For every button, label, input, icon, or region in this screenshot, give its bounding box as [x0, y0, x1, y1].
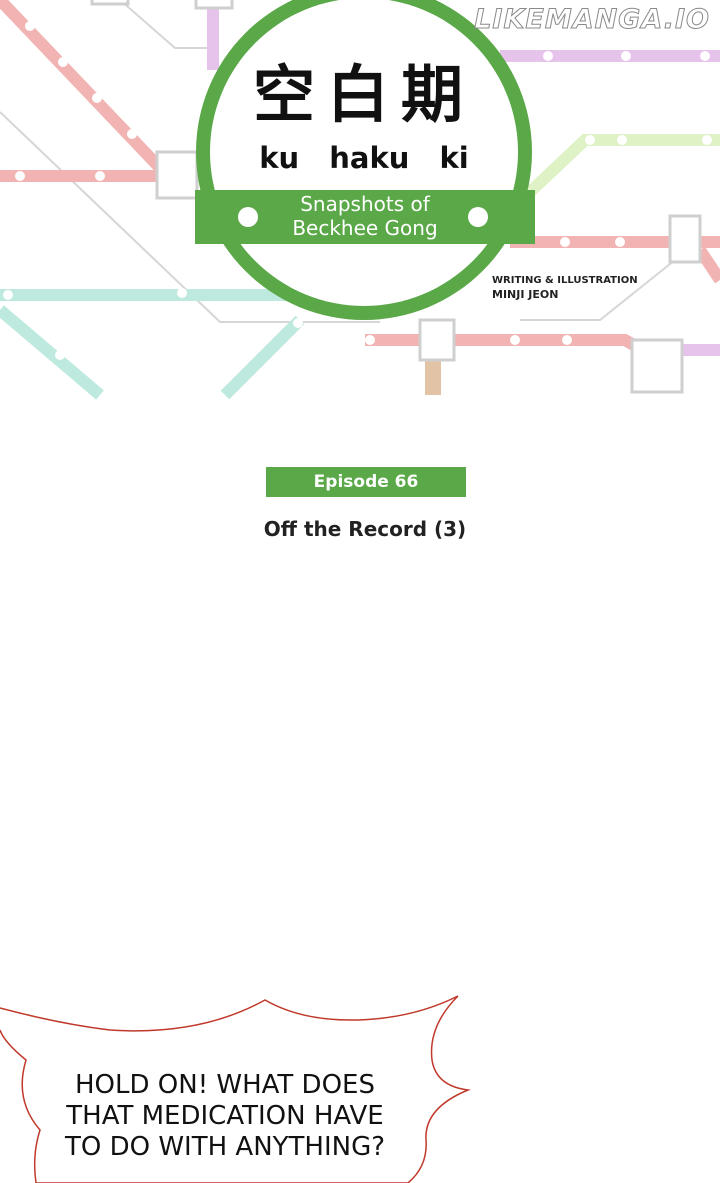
subtitle-line-1: Snapshots of	[300, 192, 430, 216]
station-sign-romaji: ku haku ki	[259, 141, 469, 175]
station-sign-subtitle: Snapshots of Beckhee Gong	[275, 192, 455, 240]
credits-name: MINJI JEON	[492, 288, 559, 301]
mint-line	[0, 288, 320, 400]
lime-line	[525, 134, 720, 197]
credits-role: WRITING & ILLUSTRATION	[492, 275, 638, 286]
episode-title: Off the Record (3)	[263, 517, 467, 541]
subtitle-line-2: Beckhee Gong	[292, 216, 438, 240]
speech-bubble-text: HOLD ON! WHAT DOES THAT MEDICATION HAVE …	[64, 1070, 386, 1162]
credits: WRITING & ILLUSTRATION MINJI JEON	[492, 274, 638, 302]
violet-line	[207, 0, 720, 356]
station-sign	[195, 0, 535, 320]
subway-map-banner	[0, 0, 720, 400]
watermark-text: LIKEMANGA.IO	[474, 4, 710, 36]
station-sign-kanji: 空白期	[252, 58, 475, 131]
episode-badge: Episode 66	[266, 467, 466, 497]
station-boxes	[90, 0, 702, 394]
speech-bubble	[0, 995, 471, 1183]
